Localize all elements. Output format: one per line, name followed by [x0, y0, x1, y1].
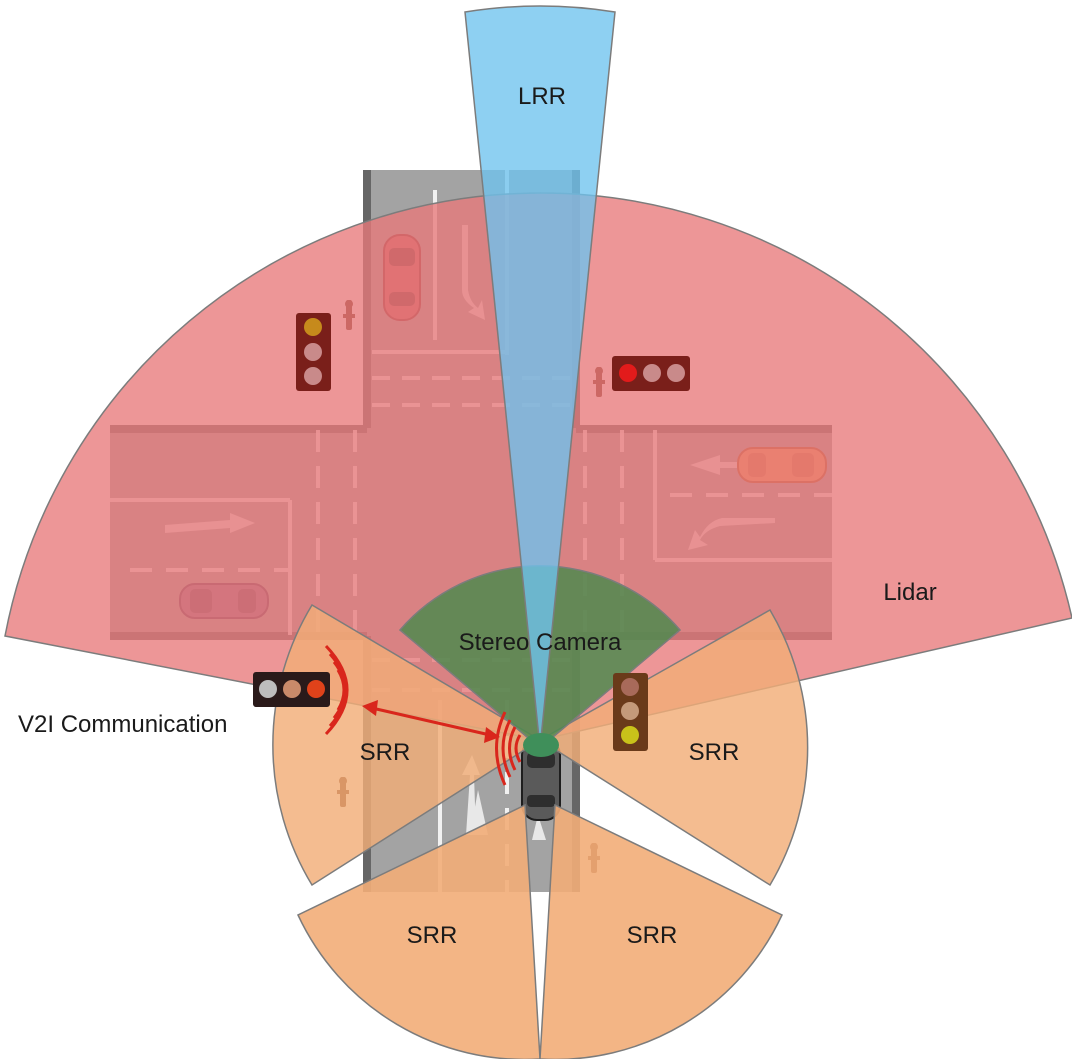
v2i-arrow: [371, 706, 491, 737]
traffic-light-top-left: [296, 313, 331, 391]
sensor-fields: [4, 5, 1072, 1059]
signal-waves-icon: [514, 734, 522, 763]
lidar-label: Lidar: [883, 579, 936, 606]
traffic-light-right: [613, 673, 648, 751]
traffic-lights: [253, 313, 690, 751]
srr-label-rear-left: SRR: [407, 922, 458, 949]
lrr-field: [464, 5, 616, 749]
v2i-communication-link: [324, 644, 522, 786]
srr-label-rear-right: SRR: [627, 922, 678, 949]
lane-arrow-forward: [470, 790, 488, 835]
lrr-label: LRR: [518, 83, 566, 110]
stereo-camera-label: Stereo Camera: [459, 629, 622, 656]
ego-sensor-head: [523, 733, 559, 757]
traffic-light-top-right: [612, 356, 690, 391]
lane-arrow-forward-right: [532, 815, 546, 840]
labels: LRR Lidar Stereo Camera V2I Communicatio…: [18, 83, 937, 949]
srr-label-front-left: SRR: [360, 739, 411, 766]
srr-field-front-right: [538, 608, 809, 887]
v2i-label: V2I Communication: [18, 711, 227, 738]
srr-label-front-right: SRR: [689, 739, 740, 766]
traffic-light-left: [253, 672, 330, 707]
